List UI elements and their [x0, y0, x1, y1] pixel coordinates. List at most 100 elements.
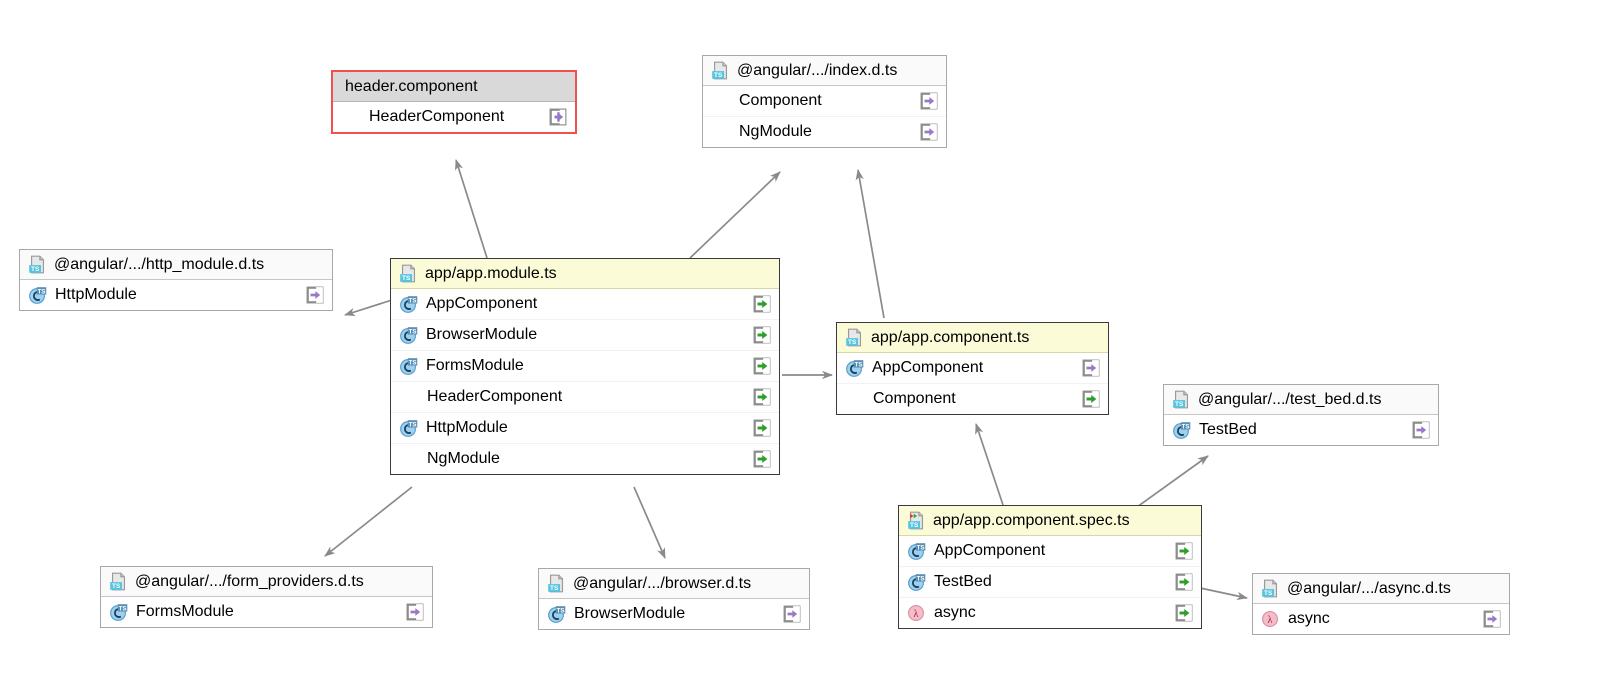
- export-purple-arrow-icon: [920, 92, 938, 110]
- member-row[interactable]: TS AppComponent: [391, 289, 779, 320]
- export-purple-arrow-icon: [1082, 359, 1100, 377]
- ts-class-icon: TS: [399, 295, 418, 314]
- member-row[interactable]: TS HttpModule: [20, 280, 332, 310]
- node-title: TS @angular/.../test_bed.d.ts: [1164, 385, 1438, 415]
- ts-declaration-file-icon: TS: [1261, 579, 1280, 598]
- node-title-label: @angular/.../browser.d.ts: [573, 575, 752, 592]
- node-title: TS @angular/.../async.d.ts: [1253, 574, 1509, 604]
- node-angular-http-module[interactable]: TS @angular/.../http_module.d.ts TS Http…: [19, 249, 333, 311]
- member-row[interactable]: Component: [837, 384, 1108, 414]
- svg-text:TS: TS: [409, 297, 417, 304]
- member-row[interactable]: TS FormsModule: [391, 351, 779, 382]
- svg-text:TS: TS: [409, 421, 417, 428]
- ts-function-icon: λ: [1261, 610, 1279, 628]
- node-title-label: @angular/.../form_providers.d.ts: [135, 573, 364, 590]
- ts-spec-file-icon: TS: [907, 511, 926, 530]
- member-row[interactable]: NgModule: [391, 444, 779, 474]
- export-purple-arrow-icon: [306, 286, 324, 304]
- export-purple-arrow-icon: [1412, 421, 1430, 439]
- ts-class-icon: TS: [547, 605, 566, 624]
- member-row[interactable]: λ async: [1253, 604, 1509, 634]
- node-title: TS app/app.component.spec.ts: [899, 506, 1201, 536]
- svg-text:TS: TS: [1264, 590, 1273, 597]
- svg-text:λ: λ: [914, 609, 919, 620]
- svg-text:TS: TS: [409, 359, 417, 366]
- member-row[interactable]: TS FormsModule: [101, 597, 432, 627]
- node-title-label: app/app.component.ts: [871, 329, 1030, 346]
- svg-text:TS: TS: [402, 275, 411, 282]
- export-green-arrow-icon: [1175, 573, 1193, 591]
- member-label: AppComponent: [872, 359, 984, 376]
- export-green-arrow-icon: [1175, 604, 1193, 622]
- ts-declaration-file-icon: TS: [109, 572, 128, 591]
- ts-declaration-file-icon: TS: [547, 574, 566, 593]
- node-angular-test-bed[interactable]: TS @angular/.../test_bed.d.ts TS TestBed: [1163, 384, 1439, 446]
- member-row[interactable]: TS HttpModule: [391, 413, 779, 444]
- node-title-label: @angular/.../http_module.d.ts: [54, 256, 265, 273]
- ts-file-icon: TS: [399, 264, 418, 283]
- ts-class-icon: TS: [109, 603, 128, 622]
- member-row[interactable]: TS AppComponent: [899, 536, 1201, 567]
- member-label: HeaderComponent: [369, 108, 505, 125]
- member-row[interactable]: HeaderComponent: [391, 382, 779, 413]
- member-label: HttpModule: [55, 286, 137, 303]
- node-title-label: @angular/.../index.d.ts: [737, 62, 898, 79]
- ts-class-icon: TS: [1172, 421, 1191, 440]
- node-angular-index[interactable]: TS @angular/.../index.d.ts Component NgM…: [702, 55, 947, 148]
- member-row[interactable]: TS TestBed: [899, 567, 1201, 598]
- node-angular-browser[interactable]: TS @angular/.../browser.d.ts TS BrowserM…: [538, 568, 810, 630]
- node-title: TS app/app.component.ts: [837, 323, 1108, 353]
- node-header-component[interactable]: header.component HeaderComponent: [331, 70, 577, 134]
- export-green-arrow-icon: [1082, 390, 1100, 408]
- ts-class-icon: TS: [907, 573, 926, 592]
- node-title: header.component: [333, 72, 575, 102]
- member-label: async: [1288, 610, 1330, 627]
- svg-text:TS: TS: [1175, 401, 1184, 408]
- export-purple-arrow-icon: [783, 605, 801, 623]
- ts-file-icon: TS: [845, 328, 864, 347]
- node-app-component[interactable]: TS app/app.component.ts TS AppComponent …: [836, 322, 1109, 415]
- svg-text:TS: TS: [855, 361, 863, 368]
- node-app-component-spec[interactable]: TS app/app.component.spec.ts TS AppCompo…: [898, 505, 1202, 629]
- member-label: HttpModule: [426, 419, 508, 436]
- node-angular-form-providers[interactable]: TS @angular/.../form_providers.d.ts TS F…: [100, 566, 433, 628]
- member-label: TestBed: [934, 573, 992, 590]
- export-green-arrow-icon: [753, 326, 771, 344]
- node-title: TS @angular/.../form_providers.d.ts: [101, 567, 432, 597]
- member-row[interactable]: Component: [703, 86, 946, 117]
- ts-class-icon: TS: [399, 419, 418, 438]
- member-row[interactable]: λ async: [899, 598, 1201, 628]
- member-row[interactable]: TS BrowserModule: [539, 599, 809, 629]
- member-row[interactable]: TS BrowserModule: [391, 320, 779, 351]
- node-title-label: header.component: [345, 78, 478, 95]
- member-label: async: [934, 604, 976, 621]
- export-purple-arrow-icon: [549, 108, 567, 126]
- export-green-arrow-icon: [753, 450, 771, 468]
- member-label: AppComponent: [426, 295, 538, 312]
- member-row[interactable]: TS AppComponent: [837, 353, 1108, 384]
- export-purple-arrow-icon: [920, 123, 938, 141]
- svg-text:TS: TS: [848, 339, 857, 346]
- node-title: TS @angular/.../browser.d.ts: [539, 569, 809, 599]
- export-purple-arrow-icon: [1483, 610, 1501, 628]
- node-app-module[interactable]: TS app/app.module.ts TS AppComponent TS …: [390, 258, 780, 475]
- member-label: NgModule: [739, 123, 812, 140]
- member-row[interactable]: HeaderComponent: [333, 102, 575, 132]
- svg-text:TS: TS: [38, 288, 46, 295]
- node-title: TS app/app.module.ts: [391, 259, 779, 289]
- member-label: NgModule: [427, 450, 500, 467]
- node-angular-async[interactable]: TS @angular/.../async.d.ts λ async: [1252, 573, 1510, 635]
- node-title-label: app/app.component.spec.ts: [933, 512, 1130, 529]
- member-row[interactable]: NgModule: [703, 117, 946, 147]
- member-label: Component: [739, 92, 822, 109]
- member-label: BrowserModule: [426, 326, 538, 343]
- export-green-arrow-icon: [753, 388, 771, 406]
- export-green-arrow-icon: [753, 419, 771, 437]
- node-title-label: @angular/.../async.d.ts: [1287, 580, 1451, 597]
- ts-function-icon: λ: [907, 604, 925, 622]
- svg-text:TS: TS: [31, 266, 40, 273]
- member-label: HeaderComponent: [427, 388, 563, 405]
- member-row[interactable]: TS TestBed: [1164, 415, 1438, 445]
- export-green-arrow-icon: [1175, 542, 1193, 560]
